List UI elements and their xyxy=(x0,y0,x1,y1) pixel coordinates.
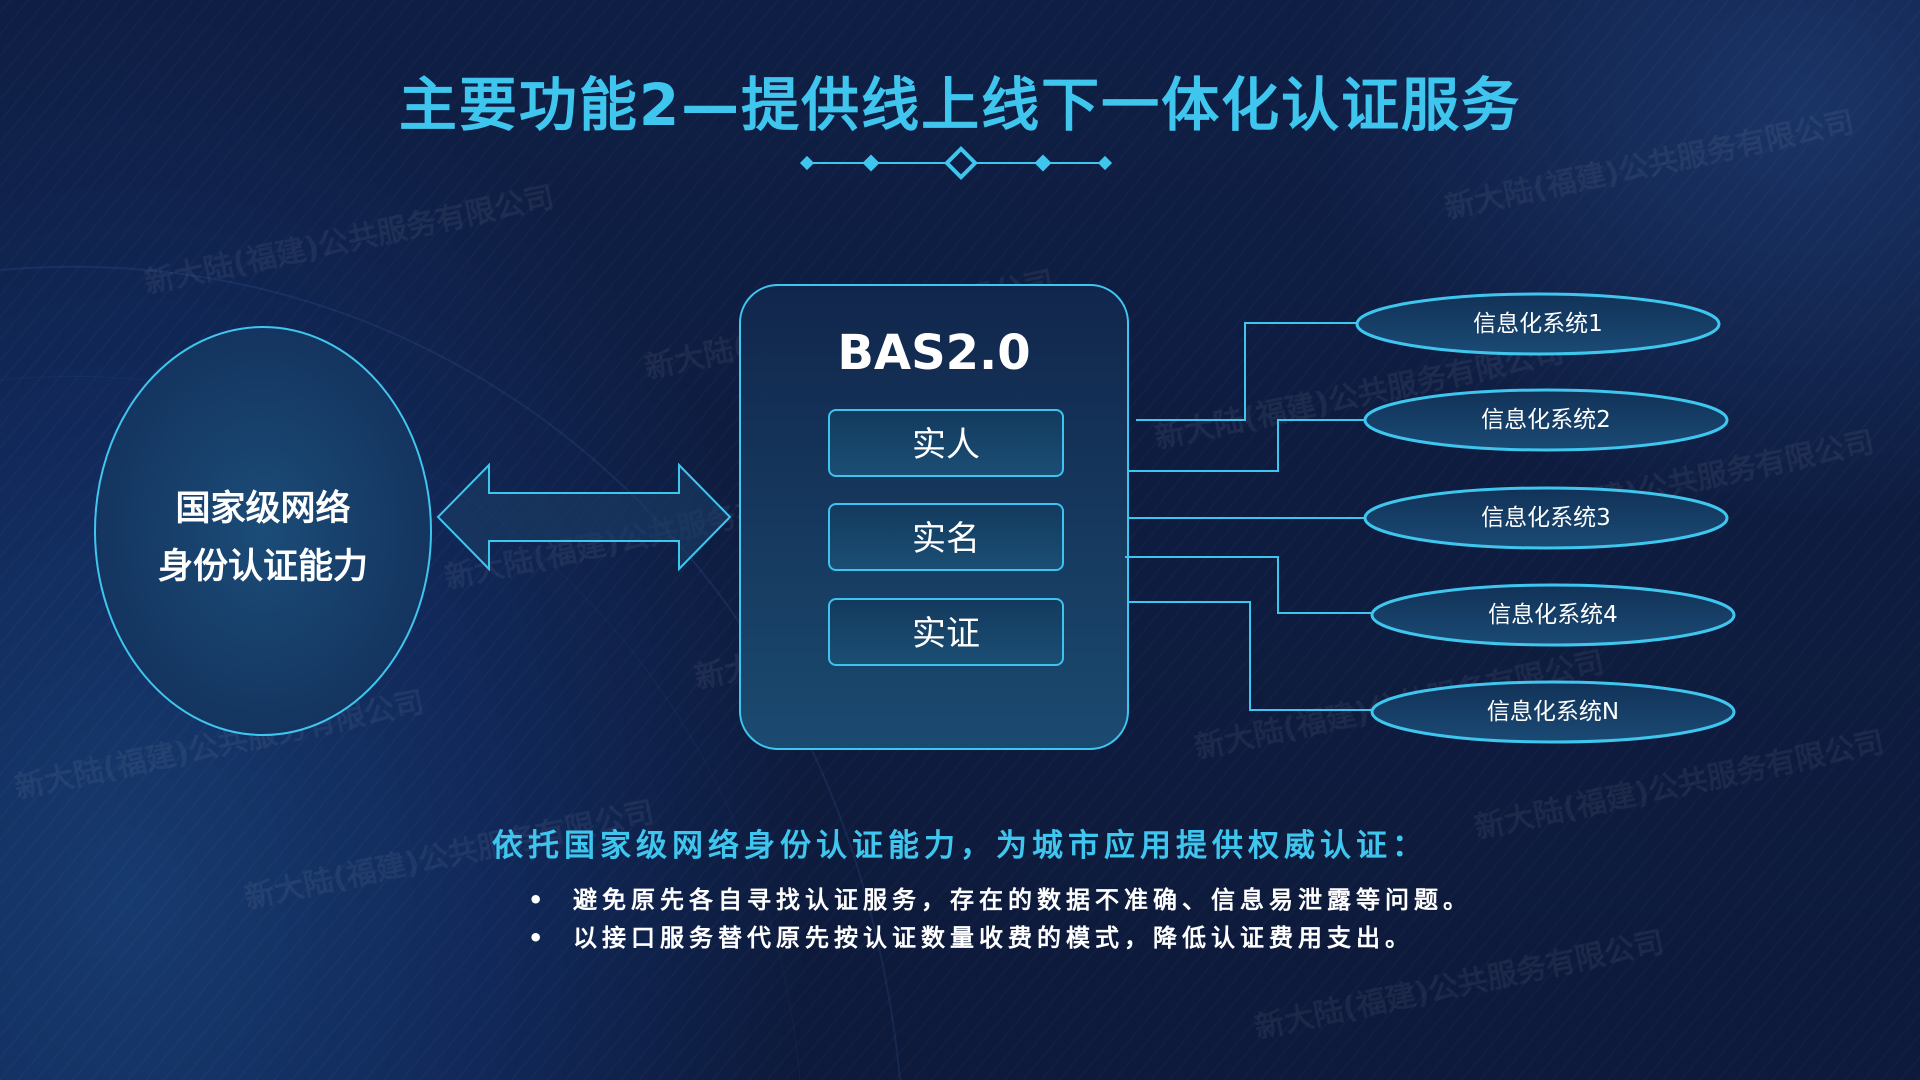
identity-capability-node xyxy=(94,326,432,736)
bullet-dot: • xyxy=(528,924,549,952)
identity-capability-label: 国家级网络 身份认证能力 xyxy=(95,480,431,596)
bas-title: BAS2.0 xyxy=(837,325,1031,381)
title-divider xyxy=(349,146,1537,180)
real-name-box: 实名 xyxy=(828,503,1064,571)
connectors xyxy=(1125,322,1371,711)
label-line: 身份认证能力 xyxy=(157,547,368,587)
summary-bullet: • 避免原先各自寻找认证服务，存在的数据不准确、信息易泄露等问题。 xyxy=(528,880,1472,915)
system-node-4: 信息化系统4 xyxy=(1488,602,1618,628)
summary-bullet: • 以接口服务替代原先按认证数量收费的模式，降低认证费用支出。 xyxy=(528,918,1414,953)
system-node-3: 信息化系统3 xyxy=(1481,505,1611,531)
summary-heading: 依托国家级网络身份认证能力，为城市应用提供权威认证： xyxy=(492,828,1428,864)
bullet-text: 避免原先各自寻找认证服务，存在的数据不准确、信息易泄露等问题。 xyxy=(573,886,1472,914)
bullet-text: 以接口服务替代原先按认证数量收费的模式，降低认证费用支出。 xyxy=(573,924,1414,952)
double-arrow xyxy=(436,462,732,572)
system-node-2: 信息化系统2 xyxy=(1481,407,1611,433)
label-line: 国家级网络 xyxy=(175,489,351,529)
system-node-1: 信息化系统1 xyxy=(1473,311,1603,337)
system-node-n: 信息化系统N xyxy=(1486,699,1620,725)
page-title: 主要功能2—提供线上线下一体化认证服务 xyxy=(398,71,1522,139)
system-ellipses xyxy=(1355,292,1736,744)
real-person-box: 实人 xyxy=(828,409,1064,477)
bullet-dot: • xyxy=(528,886,549,914)
real-certificate-box: 实证 xyxy=(828,598,1064,666)
